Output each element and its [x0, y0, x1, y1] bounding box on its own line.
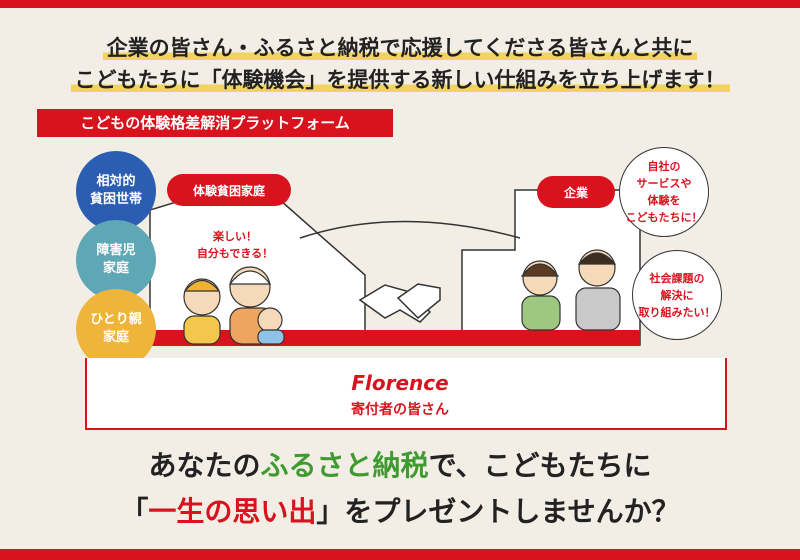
- tagline-line-1: あなたのふるさと納税で、こどもたちに: [148, 449, 652, 482]
- connecting-arc: [299, 220, 521, 239]
- florence-logo: Florence: [351, 371, 449, 395]
- handshake-icon: [358, 283, 441, 323]
- company-label: 企業: [537, 176, 615, 208]
- family-speech: 楽しい！ 自分もできる！: [196, 230, 274, 260]
- heading-line-2: こどもたちに「体験機会」を提供する新しい仕組みを立ち上げます！: [0, 64, 800, 94]
- donor-box: [85, 358, 727, 430]
- family-people-illustration: [183, 266, 285, 345]
- platform-label: こどもの体験格差解消プラットフォーム: [37, 109, 393, 137]
- donors-label: 寄付者の皆さん: [351, 402, 449, 418]
- top-red-bar: [0, 0, 800, 8]
- category-relative-poverty: 相対的貧困世帯: [76, 151, 156, 231]
- category-single-parent-family: ひとり親家庭: [76, 289, 156, 369]
- tagline-line-2: 「一生の思い出」をプレゼントしませんか？: [120, 495, 680, 528]
- category-disabled-child-family: 障害児家庭: [76, 220, 156, 300]
- red-band: [150, 330, 640, 346]
- company-people-illustration: [520, 249, 621, 331]
- family-label: 体験貧困家庭: [167, 174, 291, 206]
- heading-line-1: 企業の皆さん・ふるさと納税で応援してくださる皆さんと共に: [0, 32, 800, 62]
- company-speech-bubble-1: 自社の サービスや 体験を こどもたちに！: [619, 147, 709, 237]
- bottom-red-bar: [0, 549, 800, 560]
- company-speech-bubble-2: 社会課題の 解決に 取り組みたい！: [632, 250, 722, 340]
